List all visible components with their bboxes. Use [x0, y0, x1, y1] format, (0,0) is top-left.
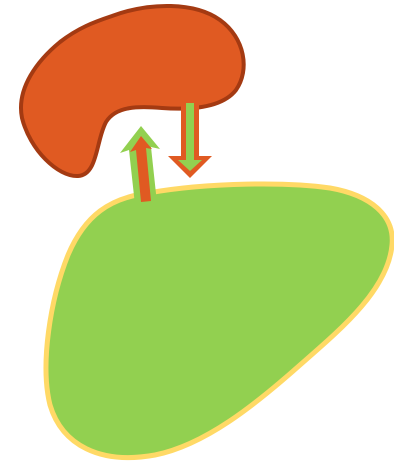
lower-shape	[46, 184, 392, 458]
upward-arrow	[120, 126, 160, 205]
downward-arrow	[168, 101, 212, 178]
